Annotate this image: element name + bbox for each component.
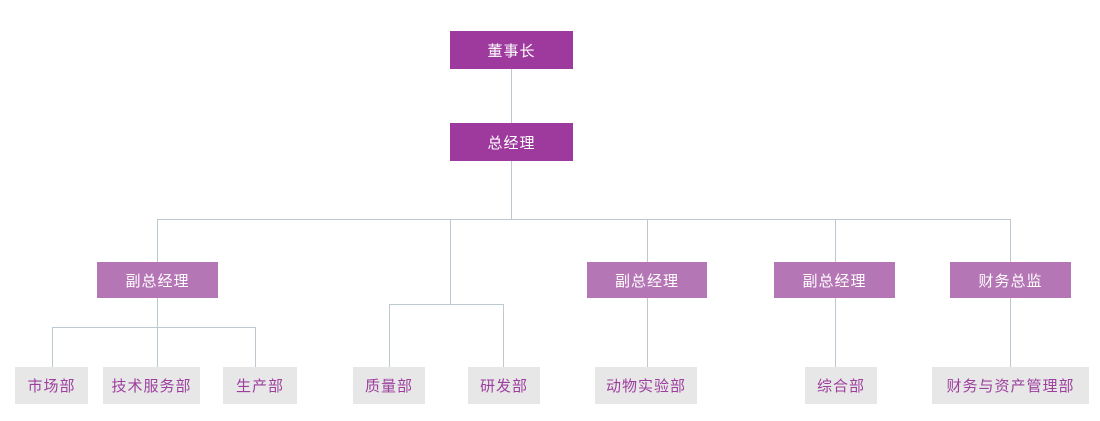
node-general-affairs-dept: 综合部 <box>805 367 877 404</box>
connector-line <box>1010 298 1011 367</box>
node-marketing-dept: 市场部 <box>15 367 88 404</box>
connector-line <box>157 219 158 262</box>
node-production-dept: 生产部 <box>223 367 297 404</box>
node-quality-dept: 质量部 <box>353 367 425 404</box>
connector-line <box>647 298 648 367</box>
connector-line <box>52 327 53 367</box>
node-finance-director: 财务总监 <box>950 262 1071 298</box>
connector-line <box>835 298 836 367</box>
connector-line <box>511 69 512 123</box>
node-tech-service-dept: 技术服务部 <box>103 367 200 404</box>
connector-line <box>157 327 158 367</box>
connector-line <box>157 219 1010 220</box>
connector-line <box>511 161 512 219</box>
node-deputy-general-manager-3: 副总经理 <box>774 262 895 298</box>
node-general-manager: 总经理 <box>450 123 573 161</box>
node-finance-asset-dept: 财务与资产管理部 <box>932 367 1089 404</box>
connector-line <box>647 219 648 262</box>
connector-line <box>52 327 255 328</box>
node-chairman: 董事长 <box>450 31 573 69</box>
node-animal-lab-dept: 动物实验部 <box>595 367 697 404</box>
connector-line <box>1010 219 1011 262</box>
connector-line <box>389 304 390 367</box>
connector-line <box>255 327 256 367</box>
node-deputy-general-manager-2: 副总经理 <box>587 262 707 298</box>
node-rnd-dept: 研发部 <box>468 367 540 404</box>
connector-line <box>389 304 503 305</box>
connector-line <box>157 298 158 327</box>
connector-line <box>503 304 504 367</box>
node-deputy-general-manager-1: 副总经理 <box>97 262 218 298</box>
connector-line <box>835 219 836 262</box>
connector-line <box>450 219 451 304</box>
